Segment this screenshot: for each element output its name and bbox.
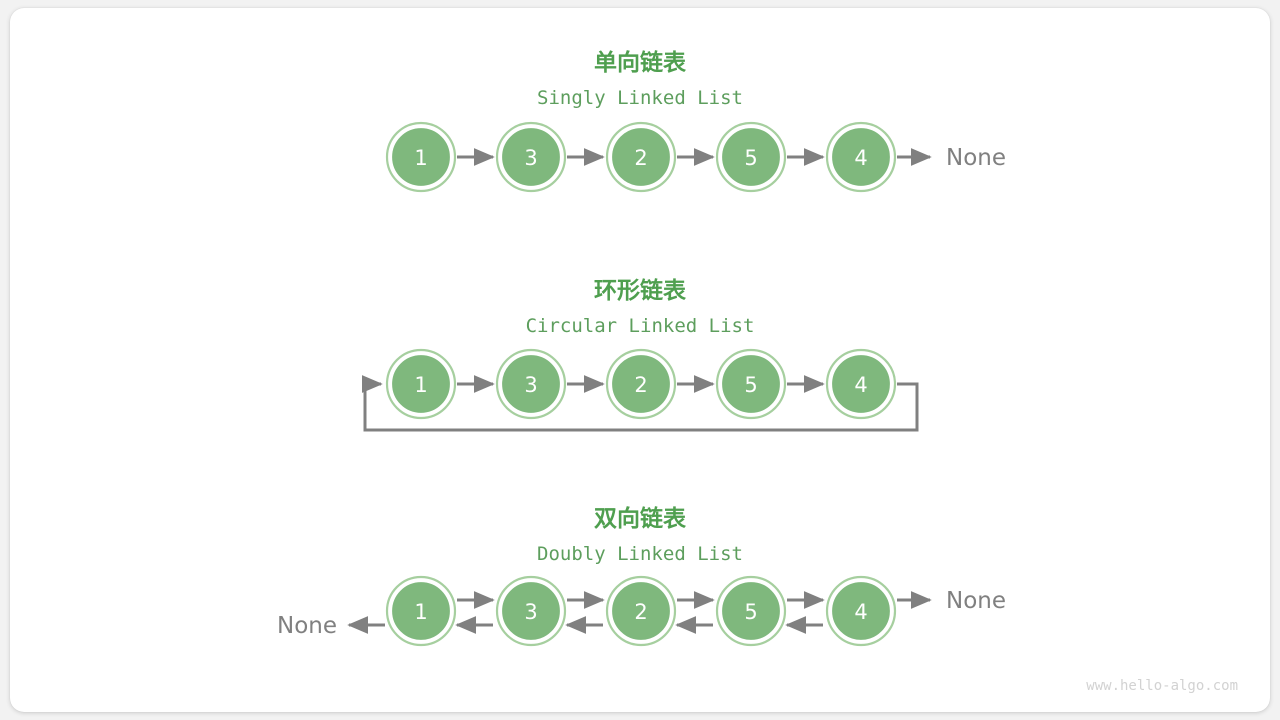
node-ring-icon — [715, 348, 787, 420]
node-body — [719, 352, 783, 416]
node-singly-0: 1 — [385, 121, 457, 193]
section-title-cn-singly: 单向链表 — [594, 49, 687, 76]
node-value-circular-0: 1 — [414, 373, 427, 397]
node-value-doubly-0: 1 — [414, 600, 427, 624]
node-singly-4: 4 — [825, 121, 897, 193]
node-body — [499, 352, 563, 416]
node-value-singly-1: 3 — [524, 146, 537, 170]
node-ring-icon — [825, 348, 897, 420]
node-ring-icon — [825, 121, 897, 193]
node-value-singly-0: 1 — [414, 146, 427, 170]
node-body — [829, 125, 893, 189]
node-doubly-3: 5 — [715, 575, 787, 647]
node-circular-1: 3 — [495, 348, 567, 420]
node-body — [719, 579, 783, 643]
node-circular-3: 5 — [715, 348, 787, 420]
node-value-doubly-2: 2 — [634, 600, 647, 624]
circular-loop-edge-circular — [361, 375, 919, 432]
node-value-singly-2: 2 — [634, 146, 647, 170]
section-title-cn-circular: 环形链表 — [594, 277, 687, 304]
node-value-circular-3: 5 — [744, 373, 757, 397]
node-value-circular-2: 2 — [634, 373, 647, 397]
node-ring-icon — [385, 348, 457, 420]
node-ring-icon — [715, 575, 787, 647]
node-body — [829, 579, 893, 643]
node-singly-1: 3 — [495, 121, 567, 193]
section-title-en-singly: Singly Linked List — [537, 87, 743, 109]
node-ring-icon — [385, 121, 457, 193]
node-circular-2: 2 — [605, 348, 677, 420]
node-ring-icon — [715, 121, 787, 193]
node-body — [499, 579, 563, 643]
node-ring-icon — [385, 575, 457, 647]
node-body — [829, 352, 893, 416]
node-singly-3: 5 — [715, 121, 787, 193]
node-circular-0: 1 — [385, 348, 457, 420]
node-doubly-1: 3 — [495, 575, 567, 647]
node-ring-icon — [605, 575, 677, 647]
section-title-en-doubly: Doubly Linked List — [537, 543, 743, 565]
node-ring-icon — [605, 121, 677, 193]
node-value-singly-3: 5 — [744, 146, 757, 170]
node-body — [389, 125, 453, 189]
node-body — [389, 579, 453, 643]
node-ring-icon — [495, 121, 567, 193]
node-ring-icon — [605, 348, 677, 420]
node-value-doubly-4: 4 — [854, 600, 867, 624]
node-value-doubly-1: 3 — [524, 600, 537, 624]
section-circular: 环形链表 Circular Linked List 1 3 2 5 4 — [361, 277, 919, 432]
node-body — [609, 125, 673, 189]
head-none-label-doubly: None — [277, 613, 337, 639]
node-ring-icon — [495, 575, 567, 647]
node-body — [719, 125, 783, 189]
node-value-circular-4: 4 — [854, 373, 867, 397]
node-value-circular-1: 3 — [524, 373, 537, 397]
node-circular-4: 4 — [825, 348, 897, 420]
node-singly-2: 2 — [605, 121, 677, 193]
section-title-cn-doubly: 双向链表 — [594, 505, 687, 532]
node-value-doubly-3: 5 — [744, 600, 757, 624]
node-value-singly-4: 4 — [854, 146, 867, 170]
node-body — [389, 352, 453, 416]
watermark: www.hello-algo.com — [1086, 678, 1238, 694]
node-ring-icon — [495, 348, 567, 420]
node-body — [609, 579, 673, 643]
section-title-en-circular: Circular Linked List — [526, 315, 755, 337]
tail-none-label-doubly: None — [946, 588, 1006, 614]
node-doubly-4: 4 — [825, 575, 897, 647]
node-doubly-0: 1 — [385, 575, 457, 647]
node-ring-icon — [825, 575, 897, 647]
tail-none-label-singly: None — [946, 145, 1006, 171]
node-body — [609, 352, 673, 416]
node-doubly-2: 2 — [605, 575, 677, 647]
node-body — [499, 125, 563, 189]
